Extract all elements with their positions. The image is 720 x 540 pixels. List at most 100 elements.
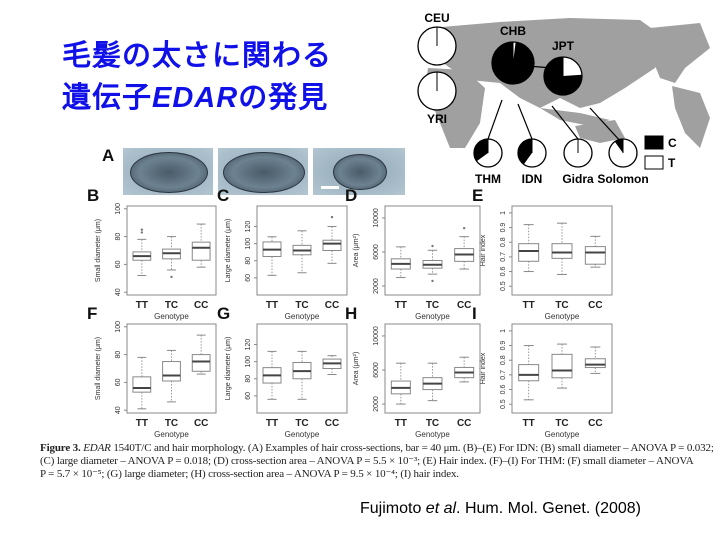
panel-label: C (217, 186, 230, 205)
iqr-box (584, 246, 606, 265)
x-tick-label: TT (266, 300, 278, 311)
iqr-box (584, 358, 606, 369)
y-axis-label: Large diameter (μm) (225, 337, 232, 401)
title-suffix: の発見 (238, 82, 329, 114)
x-tick-label: TC (295, 418, 308, 429)
iqr-box (162, 361, 181, 382)
plot-frame (126, 323, 217, 414)
y-axis-label: Area (μm²) (353, 234, 360, 268)
pie-chb: CHB (491, 24, 535, 85)
y-tick-label: 10000 (373, 326, 380, 346)
outlier-point (462, 226, 466, 230)
x-tick-label: TC (555, 300, 568, 311)
plot-frame (384, 323, 481, 414)
box-tt (132, 228, 152, 277)
outlier-point (431, 244, 434, 248)
figure-caption: Figure 3. EDAR 1540T/C and hair morpholo… (40, 442, 714, 481)
box-cc (584, 346, 606, 374)
panel-a-label: A (102, 146, 115, 165)
y-tick-label: 0.5 (500, 281, 507, 291)
scale-bar (321, 186, 339, 189)
panel-label: D (345, 186, 358, 205)
pie-c-slice (614, 139, 623, 153)
iqr-box (132, 376, 152, 393)
plot-frame (511, 323, 613, 414)
x-axis-label: Genotype (415, 312, 450, 321)
plot-frame (511, 205, 613, 296)
panel-label: B (87, 186, 100, 205)
title-prefix: 遺伝子 (62, 82, 153, 114)
caption-gene: EDAR (83, 442, 111, 454)
y-tick-label: 80 (245, 375, 252, 383)
population-label: CHB (500, 24, 526, 38)
population-label: IDN (522, 172, 543, 186)
box-cc (191, 223, 211, 268)
x-tick-label: TT (266, 418, 278, 429)
x-tick-label: TC (426, 300, 439, 311)
plot-frame (126, 205, 217, 296)
y-tick-label: 60 (245, 274, 252, 282)
x-axis-label: Genotype (545, 312, 580, 321)
y-tick-label: 80 (115, 351, 122, 359)
y-tick-label: 100 (245, 356, 252, 368)
x-tick-label: TC (555, 418, 568, 429)
y-tick-label: 2000 (373, 396, 380, 412)
y-tick-label: 100 (115, 321, 122, 333)
box-tc (162, 236, 181, 279)
outlier-point (140, 231, 144, 234)
slide-title-line2: 遺伝子EDARの発見 (62, 74, 328, 116)
population-label: CEU (424, 11, 449, 25)
y-tick-label: 60 (115, 260, 122, 268)
y-tick-label: 2000 (373, 278, 380, 294)
x-tick-label: CC (588, 418, 602, 429)
outlier-point (140, 228, 144, 231)
caption-fig-label: Figure 3. (40, 442, 81, 454)
legend-t-label: T (668, 156, 676, 170)
box-cc (584, 235, 606, 268)
caption-line1: 1540T/C and hair morphology. (A) Example… (110, 442, 714, 454)
y-tick-label: 0.6 (500, 385, 507, 395)
x-tick-label: TT (523, 418, 535, 429)
panel-label: H (345, 304, 358, 323)
y-tick-label: 0.9 (500, 223, 507, 233)
y-tick-label: 40 (115, 406, 122, 414)
x-axis-label: Genotype (154, 312, 189, 321)
pie-gidra: Gidra (562, 138, 594, 186)
x-tick-label: CC (457, 300, 471, 311)
title-gene: EDAR (152, 82, 239, 114)
y-tick-label: 0.5 (500, 399, 507, 409)
plot-frame (256, 205, 348, 296)
y-tick-label: 80 (245, 257, 252, 265)
population-label: Solomon (597, 172, 648, 186)
y-tick-label: 100 (115, 203, 122, 215)
box-tt (390, 246, 411, 279)
x-axis-label: Genotype (545, 430, 580, 439)
pie-idn: IDN (517, 138, 547, 186)
citation-authors: Fujimoto (360, 500, 426, 517)
citation-journal: . Hum. Mol. Genet. (2008) (456, 500, 642, 517)
panel-label: G (217, 304, 231, 323)
y-tick-label: 0.7 (500, 370, 507, 380)
y-tick-label: 80 (115, 233, 122, 241)
box-tc (422, 362, 443, 402)
x-tick-label: TC (165, 418, 178, 429)
legend-c-label: C (668, 136, 677, 150)
citation: Fujimoto et al. Hum. Mol. Genet. (2008) (360, 500, 641, 518)
box-tc (292, 350, 312, 400)
iqr-box (551, 353, 573, 379)
x-tick-label: TT (136, 418, 148, 429)
y-tick-label: 0.9 (500, 341, 507, 351)
box-cc (191, 334, 211, 375)
panel-label: I (472, 304, 477, 323)
pie-thm: THM (473, 138, 503, 186)
hair-cross-section-1 (123, 148, 213, 195)
y-axis-label: Hair index (480, 234, 487, 266)
x-tick-label: CC (457, 418, 471, 429)
population-label: JPT (552, 39, 575, 53)
iqr-box (551, 243, 573, 259)
x-tick-label: CC (194, 300, 208, 311)
y-tick-label: 6000 (373, 362, 380, 378)
box-tc (292, 230, 312, 274)
